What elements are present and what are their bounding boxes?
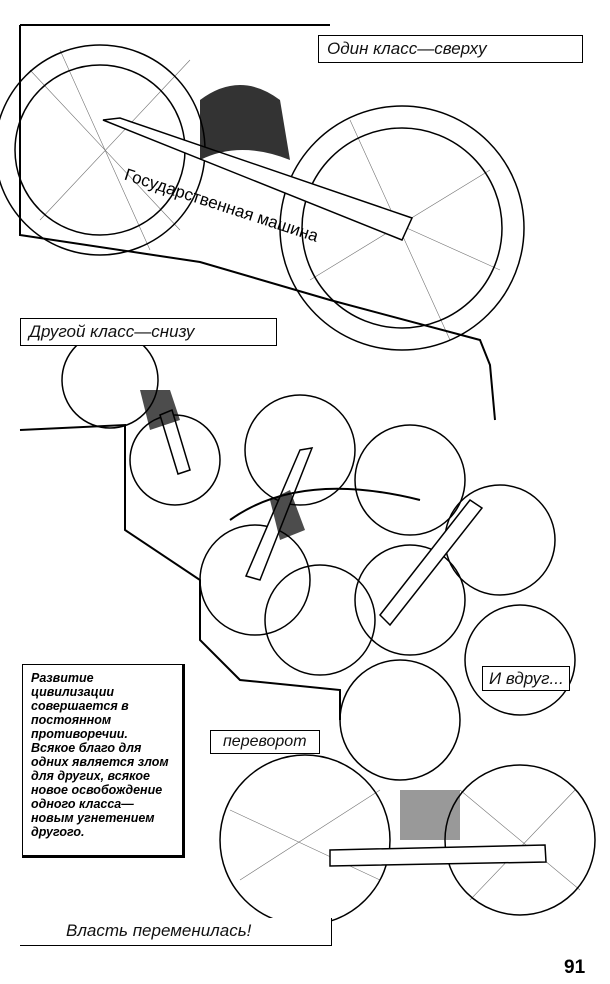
caption-power-changed: Власть переменилась! — [20, 918, 332, 946]
caption-bottom-class: Другой класс—снизу — [20, 318, 277, 346]
narration-box: Развитие цивилизации совершается в посто… — [22, 664, 185, 858]
caption-suddenly: И вдруг... — [482, 666, 570, 691]
caption-top-class: Один класс—сверху — [318, 35, 583, 63]
caption-coup: переворот — [210, 730, 320, 754]
page-number: 91 — [564, 957, 586, 978]
